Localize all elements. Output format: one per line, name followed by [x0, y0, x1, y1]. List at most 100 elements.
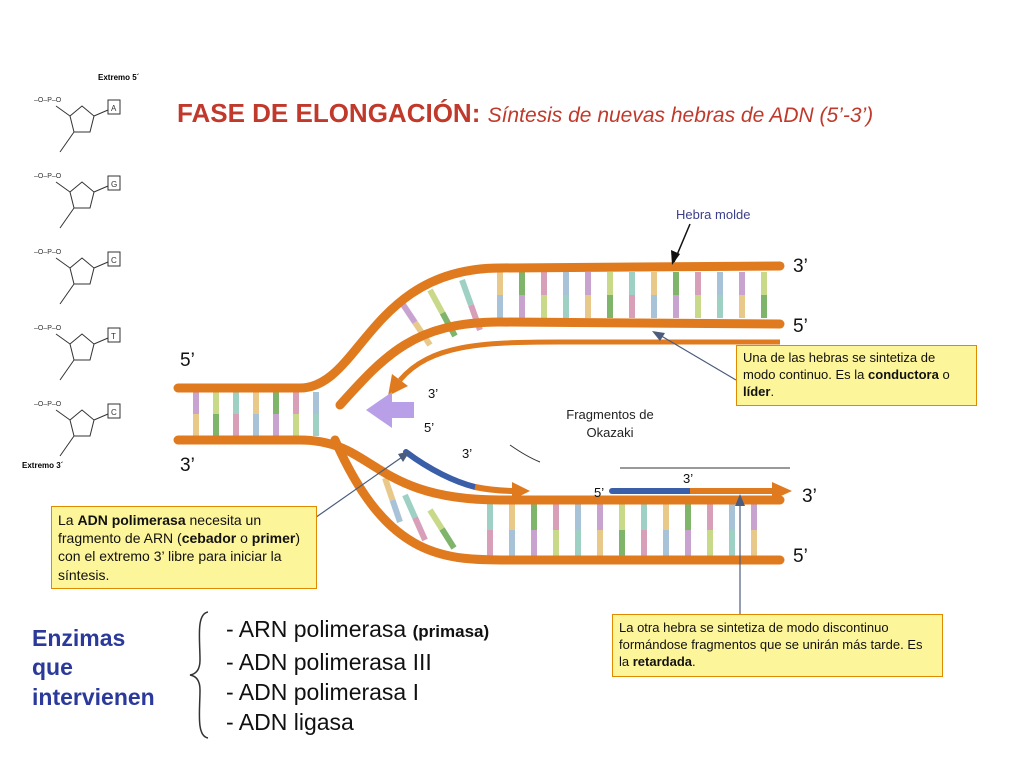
continuous-strand-box: Una de las hebras se sintetiza de modo c…	[736, 345, 977, 406]
polimerasa-text-1: La	[58, 512, 78, 528]
sugar-ring	[69, 409, 95, 437]
base-letter: G	[111, 180, 117, 189]
title-main: FASE DE ELONGACIÓN:	[177, 98, 481, 128]
bond	[59, 435, 75, 457]
base-pair-rung	[459, 278, 474, 307]
base-pair-rung	[427, 508, 445, 531]
continuous-text-2: o	[938, 366, 950, 382]
base-letter: C	[111, 408, 117, 417]
bond	[93, 109, 109, 117]
bond	[55, 257, 71, 269]
base-pair-rung	[439, 527, 457, 550]
bond	[59, 207, 75, 229]
base-box	[107, 99, 121, 115]
sugar-ring	[69, 105, 95, 133]
base-letter: A	[111, 104, 117, 113]
base-pair-rung	[389, 499, 403, 523]
upper-inner-strand	[173, 435, 785, 505]
base-pair-rung	[402, 493, 418, 519]
base-box	[107, 175, 121, 191]
leading-strand-arrow	[398, 339, 780, 382]
continuous-text-3: .	[770, 383, 775, 399]
bond	[93, 261, 109, 269]
primer-segment	[403, 449, 478, 490]
sugar-ring	[69, 257, 95, 285]
curly-brace	[189, 611, 209, 739]
polimerasa-text-4: ) con el extremo 3’ libre para iniciar l…	[58, 530, 301, 583]
continuous-text-1: Una de las hebras se sintetiza de modo c…	[743, 350, 936, 382]
polimerasa-pointer-head	[398, 451, 410, 462]
discontinuous-bold-1: retardada	[632, 653, 692, 669]
end-label-lower-5: 5’	[793, 546, 808, 567]
hebra-molde-label: Hebra molde	[676, 207, 751, 222]
end-label-inner-5: 5’	[424, 420, 435, 435]
discontinuous-pointer-head	[735, 494, 745, 506]
continuous-pointer	[657, 333, 737, 381]
sugar-ring	[69, 333, 95, 361]
bond	[55, 181, 71, 193]
chain-top-label: Extremo 5´	[98, 73, 140, 82]
okazaki-bracket-left	[509, 444, 541, 463]
nucleotide-chain-diagram: Extremo 5´ Extremo 3´ –O–P–OA–O–P–OG–O–P…	[22, 73, 140, 470]
title-subtitle: Síntesis de nuevas hebras de ADN (5’-3’)	[487, 104, 874, 127]
end-label-inner-3b: 3’	[462, 446, 473, 461]
end-label-lower-3: 3’	[802, 486, 817, 507]
continuous-pointer-head	[652, 331, 665, 341]
polimerasa-box: La ADN polimerasa necesita un fragmento …	[51, 506, 317, 589]
end-label-inner-3a: 3’	[428, 386, 439, 401]
base-letter: C	[111, 256, 117, 265]
discontinuous-text-2: .	[691, 653, 696, 669]
enzima-item: - ADN polimerasa III	[226, 649, 432, 675]
end-label-left-3: 3’	[180, 455, 195, 476]
end-label-left-5: 5’	[180, 350, 195, 371]
lower-left-inner-strand	[335, 317, 785, 410]
bond	[55, 105, 71, 117]
phosphate-group: –O–P–O	[34, 97, 62, 104]
bond	[93, 337, 109, 345]
enzimas-title-line-1: Enzimas	[32, 625, 126, 651]
end-label-top-3: 3’	[793, 256, 808, 277]
polimerasa-text-2: necesita un fragmento de ARN (	[58, 512, 262, 547]
okazaki-label: Fragmentos de Okazaki	[566, 407, 654, 440]
bond	[55, 333, 71, 345]
end-label-frag-5: 5’	[594, 485, 605, 500]
page-title: FASE DE ELONGACIÓN: Síntesis de nuevas h…	[177, 98, 873, 129]
okazaki-fragment-1	[474, 484, 516, 494]
fork-direction-arrow	[366, 392, 414, 428]
base-pair-rung	[427, 288, 446, 315]
phosphate-group: –O–P–O	[34, 401, 62, 408]
phosphate-group: –O–P–O	[34, 173, 62, 180]
enzima-item: - ADN polimerasa I	[226, 679, 420, 705]
base-box	[107, 327, 121, 343]
end-label-frag-3: 3’	[683, 471, 694, 486]
bond	[93, 185, 109, 193]
phosphate-group: –O–P–O	[34, 249, 62, 256]
base-letter: T	[111, 332, 116, 341]
enzima-item: - ADN ligasa	[226, 709, 354, 735]
enzimas-title: Enzimas que intervienen	[32, 624, 155, 712]
polimerasa-bold-2: cebador	[181, 530, 237, 547]
okazaki-fragment-2-arrowhead	[772, 482, 792, 500]
polimerasa-pointer	[311, 454, 406, 521]
enzimas-title-line-2: que	[32, 654, 73, 681]
sugar-ring	[69, 181, 95, 209]
base-box	[107, 403, 121, 419]
base-pair-rung	[412, 516, 428, 542]
continuous-bold-2: líder	[743, 383, 771, 399]
enzima-item: - ARN polimerasa (primasa)	[226, 616, 490, 642]
bond	[59, 131, 75, 153]
phosphate-group: –O–P–O	[34, 325, 62, 332]
enzimas-list: - ARN polimerasa (primasa) - ADN polimer…	[226, 614, 489, 737]
upper-outer-strand	[173, 261, 785, 393]
continuous-bold-1: conductora	[868, 366, 939, 382]
polimerasa-bold-3: primer	[251, 530, 296, 547]
discontinuous-strand-box: La otra hebra se sintetiza de modo disco…	[612, 614, 943, 677]
polimerasa-bold-1: ADN polimerasa	[77, 512, 186, 528]
enzimas-title-line-3: intervienen	[32, 683, 155, 710]
bond	[59, 283, 75, 305]
okazaki-fragment-1-arrowhead	[512, 482, 530, 500]
bond	[93, 413, 109, 421]
base-pair-rung	[382, 477, 396, 501]
